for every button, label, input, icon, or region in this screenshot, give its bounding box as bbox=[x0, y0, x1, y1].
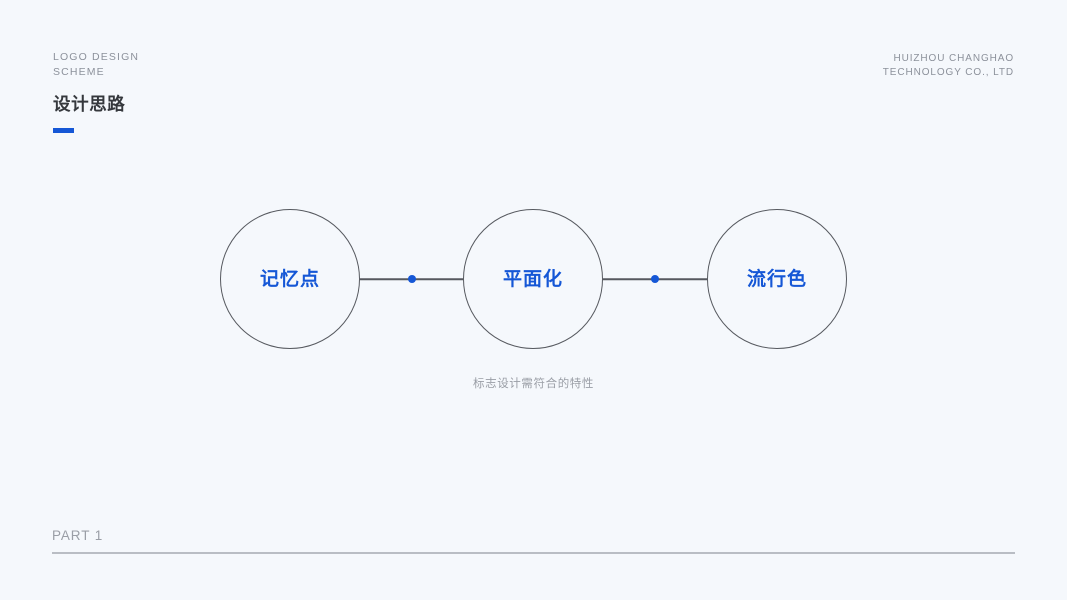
diagram-node-label: 流行色 bbox=[746, 268, 807, 290]
footer: PART 1 bbox=[52, 528, 1015, 554]
diagram-node-label: 平面化 bbox=[502, 268, 563, 290]
diagram-node-2: 平面化 bbox=[463, 209, 603, 349]
footer-divider bbox=[52, 552, 1015, 554]
diagram-caption: 标志设计需符合的特性 bbox=[473, 378, 594, 390]
connector-dot-1 bbox=[408, 275, 416, 283]
part-label: PART 1 bbox=[52, 528, 104, 543]
diagram-node-label: 记忆点 bbox=[259, 268, 320, 290]
process-diagram: 记忆点 平面化 流行色 bbox=[0, 209, 1067, 351]
connector-dot-2 bbox=[651, 275, 659, 283]
diagram-node-3: 流行色 bbox=[707, 209, 847, 349]
header-left-block: LOGO DESIGN SCHEME 设计思路 bbox=[53, 50, 139, 133]
diagram-node-1: 记忆点 bbox=[220, 209, 360, 349]
company-name: HUIZHOU CHANGHAO TECHNOLOGY CO., LTD bbox=[882, 53, 1014, 78]
accent-bar bbox=[53, 128, 74, 133]
page-title: 设计思路 bbox=[53, 94, 126, 114]
eyebrow-text: LOGO DESIGN SCHEME bbox=[53, 51, 140, 78]
